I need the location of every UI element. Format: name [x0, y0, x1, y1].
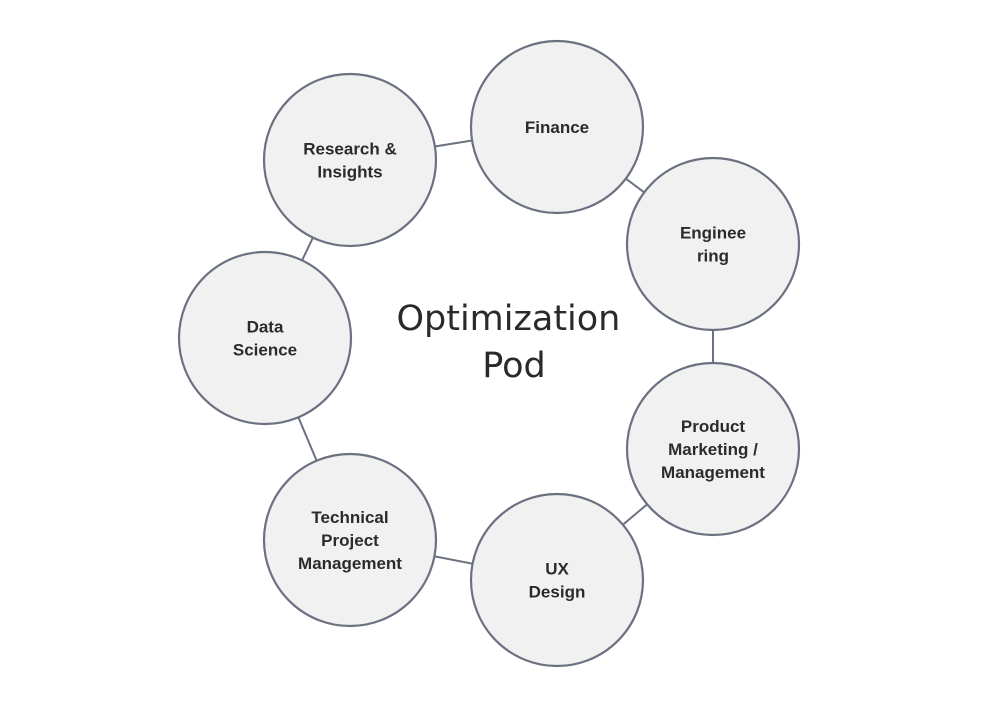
node-engineering: Enginee ring — [625, 156, 801, 332]
node-circle — [469, 492, 645, 668]
node-circle — [177, 250, 353, 426]
node-circle — [262, 452, 438, 628]
node-label: Research & Insights — [303, 140, 397, 182]
node-ux-design: UX Design — [469, 492, 645, 668]
node-label-line: Design — [529, 583, 586, 602]
node-label-line: Product — [681, 417, 746, 436]
center-title: Optimization Pod — [396, 299, 631, 386]
node-label-line: Technical — [311, 508, 388, 527]
node-label: UX Design — [529, 560, 586, 602]
center-title-line: Optimization — [396, 299, 620, 339]
node-label-line: Research & — [303, 140, 397, 159]
node-finance: Finance — [469, 39, 645, 215]
node-research-insights: Research & Insights — [262, 72, 438, 248]
node-label-line: Science — [233, 341, 297, 360]
node-circle — [262, 72, 438, 248]
node-label: Enginee ring — [680, 224, 746, 266]
node-label: Finance — [525, 118, 589, 137]
node-label-line: ring — [697, 247, 729, 266]
node-label-line: Finance — [525, 118, 589, 137]
node-circle — [625, 361, 801, 537]
node-circle — [625, 156, 801, 332]
node-label-line: Insights — [317, 163, 382, 182]
node-label-line: UX — [545, 560, 569, 579]
node-label-line: Enginee — [680, 224, 746, 243]
node-label-line: Management — [298, 554, 402, 573]
node-label-line: Management — [661, 463, 765, 482]
node-label-line: Project — [321, 531, 379, 550]
node-label-line: Data — [247, 318, 284, 337]
node-circle — [469, 39, 645, 215]
node-label-line: Marketing / — [668, 440, 758, 459]
center-title-line: Pod — [482, 346, 546, 386]
